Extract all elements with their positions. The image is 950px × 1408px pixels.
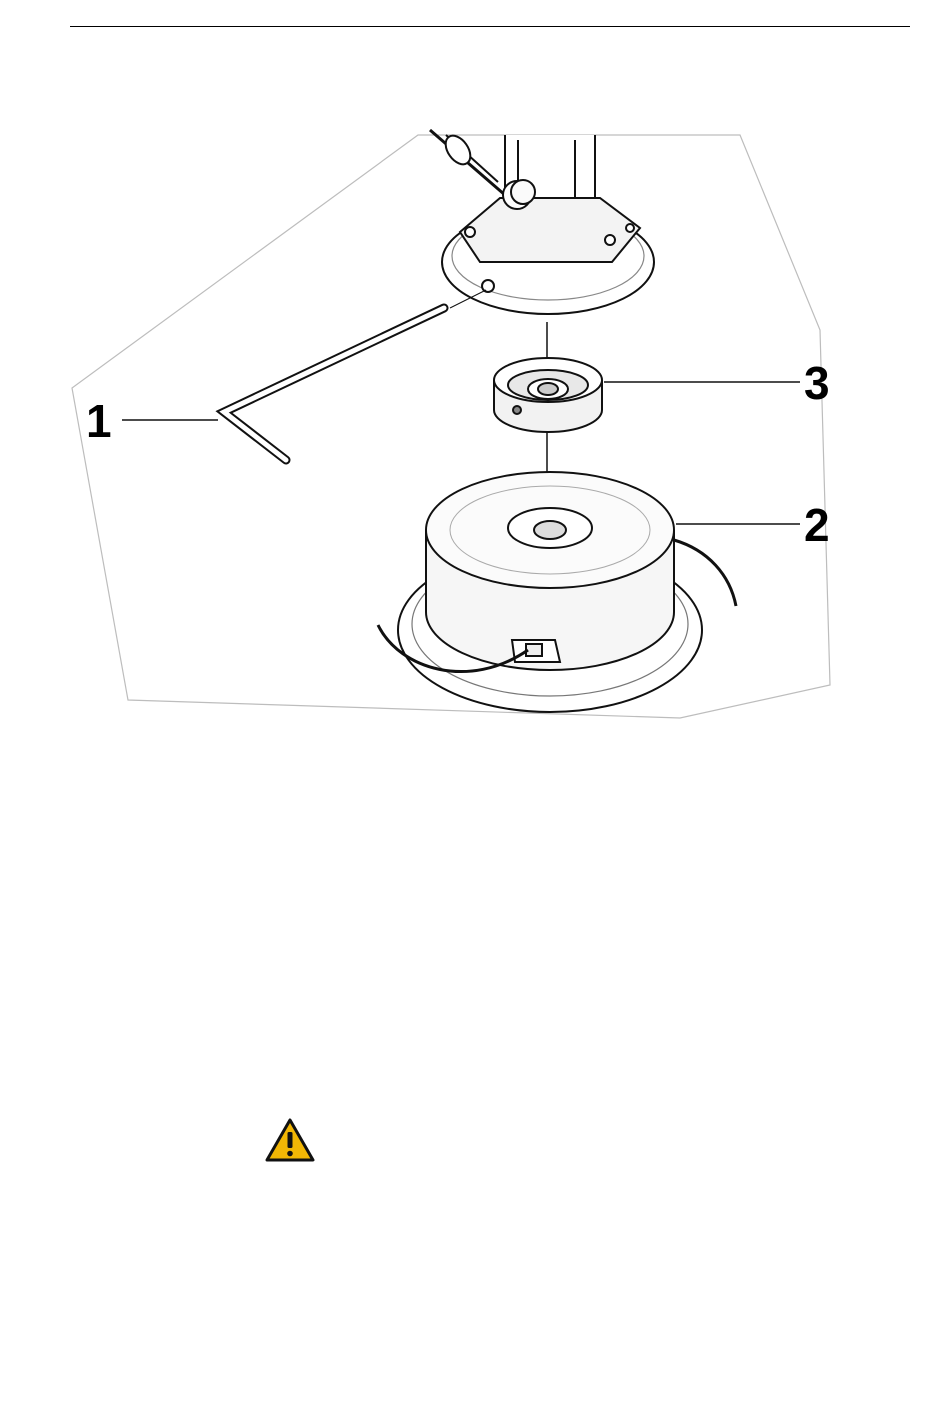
callout-3: 3 xyxy=(804,360,830,406)
adapter-ring xyxy=(494,358,602,432)
warning-triangle-icon xyxy=(264,1117,316,1163)
trimmer-head xyxy=(378,472,736,712)
hex-key xyxy=(224,308,444,460)
gear-head xyxy=(430,130,654,314)
callout-1: 1 xyxy=(86,398,112,444)
callout-2: 2 xyxy=(804,502,830,548)
